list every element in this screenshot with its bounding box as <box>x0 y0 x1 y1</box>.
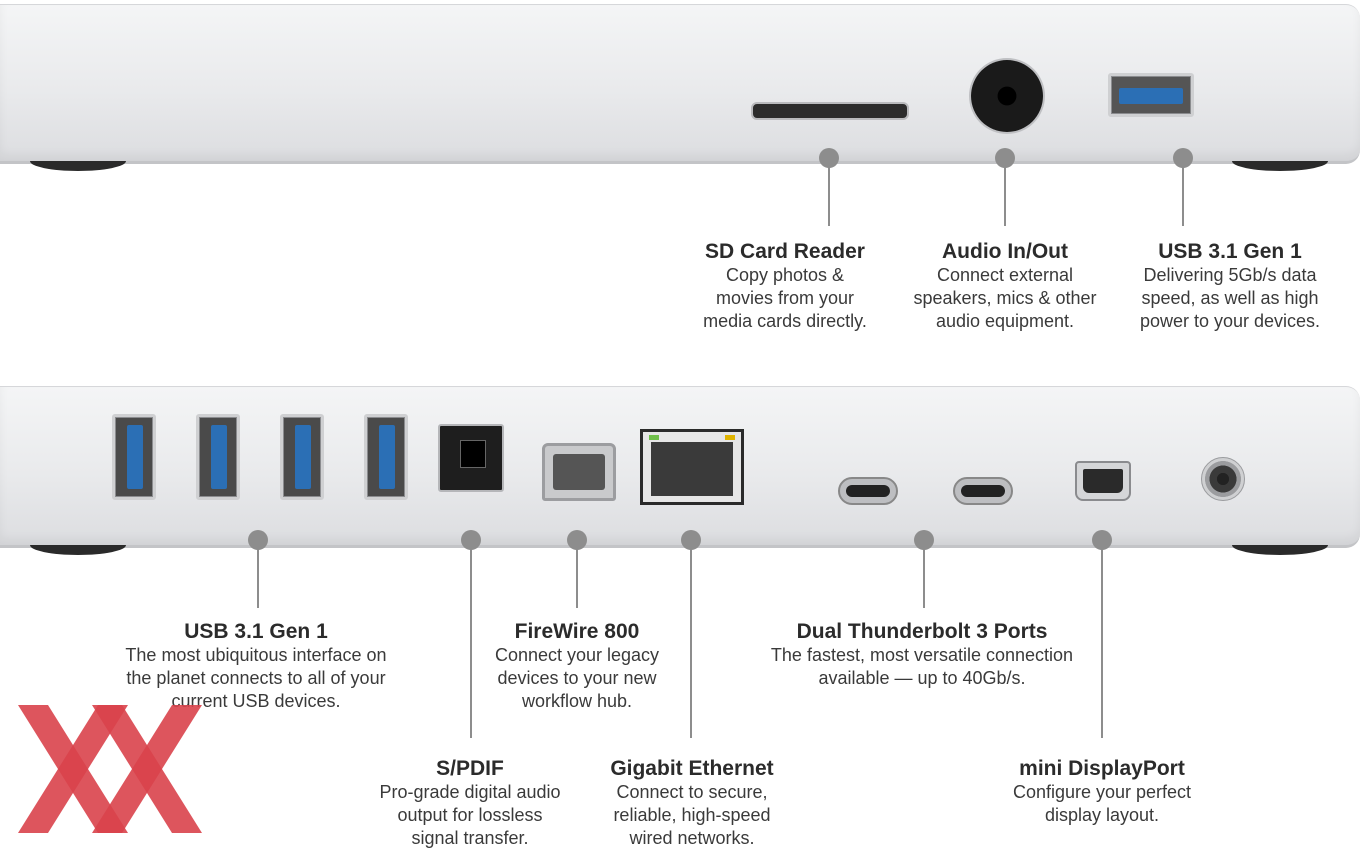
label-desc-line: power to your devices. <box>1139 311 1321 331</box>
label-gigabit-ethernet: Gigabit Ethernet Connect to secure, reli… <box>580 757 804 850</box>
callout-line <box>257 542 259 608</box>
label-desc-line: Connect to secure, <box>616 782 768 802</box>
thunderbolt-3-port <box>953 477 1013 505</box>
label-title: Gigabit Ethernet <box>610 757 774 780</box>
label-desc-line: speakers, mics & other <box>913 288 1097 308</box>
dock-front-view <box>0 4 1360 171</box>
callout-line <box>1182 160 1184 226</box>
label-title: Audio In/Out <box>942 240 1068 263</box>
callout-line <box>1101 542 1103 738</box>
label-desc-line: Configure your perfect <box>1012 782 1192 802</box>
label-audio-in-out: Audio In/Out Connect external speakers, … <box>890 240 1120 333</box>
label-desc-line: available — up to 40Gb/s. <box>818 668 1026 688</box>
label-desc-line: media cards directly. <box>703 311 867 331</box>
label-desc-line: The fastest, most versatile connection <box>770 645 1074 665</box>
callout-dot <box>914 530 934 550</box>
label-sd-card-reader: SD Card Reader Copy photos & movies from… <box>670 240 900 333</box>
callout-dot <box>1092 530 1112 550</box>
label-desc-line: speed, as well as high <box>1141 288 1319 308</box>
callout-dot <box>567 530 587 550</box>
label-title: mini DisplayPort <box>1019 757 1185 780</box>
label-title: USB 3.1 Gen 1 <box>184 620 328 643</box>
dock-foot <box>30 161 126 171</box>
spdif-port <box>438 424 504 492</box>
label-desc-line: devices to your new <box>497 668 657 688</box>
label-desc-line: audio equipment. <box>935 311 1075 331</box>
sd-card-slot <box>751 102 909 120</box>
usb-a-port-rear <box>112 414 156 500</box>
dock-foot <box>1232 161 1328 171</box>
label-spdif: S/PDIF Pro-grade digital audio output fo… <box>355 757 585 850</box>
audio-jack <box>971 60 1043 132</box>
callout-dot <box>461 530 481 550</box>
ethernet-port <box>640 429 744 505</box>
label-desc-line: output for lossless <box>397 805 543 825</box>
callout-line <box>690 542 692 738</box>
usb-a-port-rear <box>196 414 240 500</box>
label-dual-thunderbolt-3: Dual Thunderbolt 3 Ports The fastest, mo… <box>735 620 1109 690</box>
dock-foot <box>1232 545 1328 555</box>
label-desc-line: Connect external <box>936 265 1074 285</box>
callout-dot <box>248 530 268 550</box>
dock-foot <box>30 545 126 555</box>
label-desc-line: Pro-grade digital audio <box>379 782 561 802</box>
usb-a-port-rear <box>364 414 408 500</box>
label-desc-line: the planet connects to all of your <box>126 668 386 688</box>
label-usb-rear: USB 3.1 Gen 1 The most ubiquitous interf… <box>86 620 426 713</box>
label-title: Dual Thunderbolt 3 Ports <box>796 620 1048 643</box>
label-mini-displayport: mini DisplayPort Configure your perfect … <box>985 757 1219 827</box>
usb-a-port-rear <box>280 414 324 500</box>
label-firewire-800: FireWire 800 Connect your legacy devices… <box>467 620 687 713</box>
callout-line <box>1004 160 1006 226</box>
label-usb-front: USB 3.1 Gen 1 Delivering 5Gb/s data spee… <box>1115 240 1345 333</box>
dc-power-port <box>1201 457 1245 501</box>
label-desc-line: Delivering 5Gb/s data <box>1143 265 1317 285</box>
callout-line <box>923 542 925 608</box>
callout-line <box>576 542 578 608</box>
label-title: USB 3.1 Gen 1 <box>1158 240 1302 263</box>
label-desc-line: workflow hub. <box>521 691 633 711</box>
label-desc-line: Connect your legacy <box>494 645 660 665</box>
thunderbolt-3-port <box>838 477 898 505</box>
callout-line <box>470 542 472 738</box>
label-title: FireWire 800 <box>514 620 640 643</box>
callout-dot <box>681 530 701 550</box>
label-desc-line: reliable, high-speed <box>613 805 771 825</box>
mini-displayport-port <box>1075 461 1131 501</box>
label-desc-line: movies from your <box>715 288 855 308</box>
callout-dot <box>995 148 1015 168</box>
label-desc-line: current USB devices. <box>171 691 341 711</box>
callout-line <box>828 160 830 226</box>
label-title: SD Card Reader <box>705 240 865 263</box>
label-title: S/PDIF <box>436 757 504 780</box>
label-desc-line: wired networks. <box>629 828 755 848</box>
callout-dot <box>1173 148 1193 168</box>
label-desc-line: The most ubiquitous interface on <box>125 645 387 665</box>
label-desc-line: signal transfer. <box>411 828 529 848</box>
callout-dot <box>819 148 839 168</box>
label-desc-line: Copy photos & <box>725 265 845 285</box>
xx-logo-icon <box>18 705 202 833</box>
label-desc-line: display layout. <box>1044 805 1160 825</box>
firewire-port <box>542 443 616 501</box>
dock-rear-view <box>0 386 1360 555</box>
usb-a-port-front <box>1108 73 1194 117</box>
